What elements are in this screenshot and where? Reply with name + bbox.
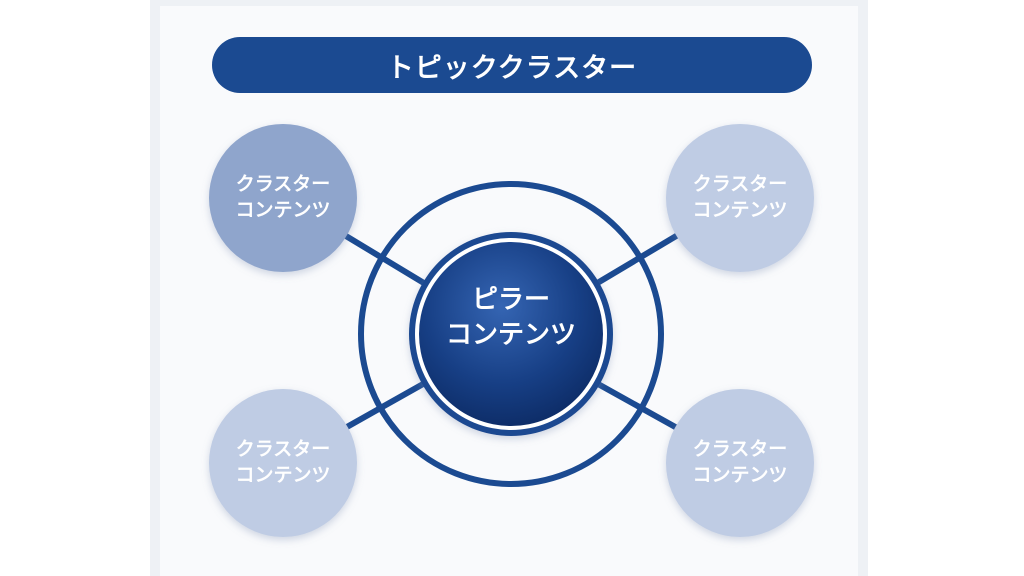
cluster-label-bottom-left: クラスター コンテンツ [208, 437, 358, 488]
pillar-label-line1: ピラー [471, 285, 550, 315]
cluster-label-line1: クラスター [692, 438, 788, 460]
cluster-label-line2: コンテンツ [692, 463, 788, 486]
pillar-circle [419, 242, 603, 426]
cluster-label-bottom-right: クラスター コンテンツ [665, 437, 815, 488]
cluster-circle-top-left [209, 124, 357, 272]
cluster-circle-bottom-right [666, 389, 814, 537]
cluster-label-top-right: クラスター コンテンツ [665, 172, 815, 223]
diagram-title: トピッククラスター [212, 37, 812, 93]
cluster-label-top-left: クラスター コンテンツ [208, 172, 358, 223]
cluster-label-line2: コンテンツ [692, 198, 788, 221]
cluster-label-line2: コンテンツ [235, 198, 331, 221]
cluster-circle-bottom-left [209, 389, 357, 537]
cluster-circle-top-right [666, 124, 814, 272]
cluster-label-line1: クラスター [235, 438, 331, 460]
pillar-label-line2: コンテンツ [445, 320, 576, 351]
outer-ring [358, 181, 664, 487]
cluster-label-line2: コンテンツ [235, 463, 331, 486]
cluster-label-line1: クラスター [692, 173, 788, 195]
pillar-label: ピラー コンテンツ [411, 283, 611, 353]
cluster-label-line1: クラスター [235, 173, 331, 195]
